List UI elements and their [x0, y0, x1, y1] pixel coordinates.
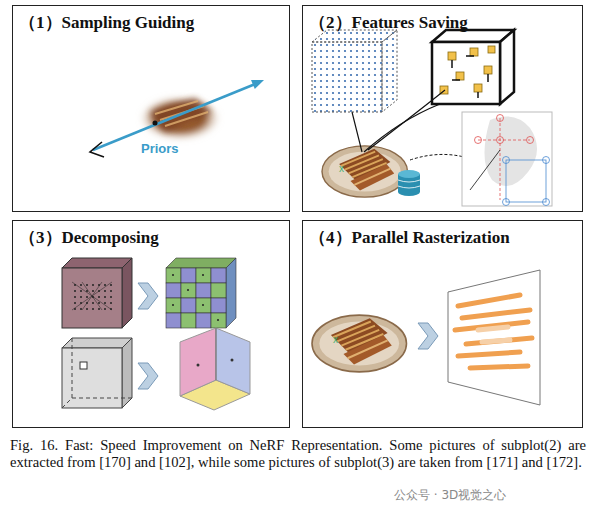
subplot-panel: （3）Decomposing: [12, 220, 290, 428]
panel-title: （3）Decomposing: [19, 226, 159, 249]
priors-label: Priors: [141, 141, 179, 156]
panel-title: （1）Sampling Guiding: [19, 11, 194, 34]
feature-saving-illustration: [312, 30, 552, 206]
point-marker: x: [333, 334, 338, 345]
decomposition-illustration: [62, 258, 250, 410]
point-marker: x: [339, 163, 344, 174]
database-icon: [398, 170, 420, 196]
subplot-panel: （2）Features Saving: [302, 5, 583, 212]
rasterization-illustration: [312, 270, 540, 405]
figure-caption: Fig. 16. Fast: Speed Improvement on NeRF…: [10, 437, 586, 471]
subplot-panel: （1）Sampling Guiding: [12, 5, 290, 212]
panel-title: （4）Parallel Rasterization: [309, 226, 510, 249]
sampling-illustration: [90, 80, 264, 157]
subplot-panel: （4）Parallel Rasterization: [302, 220, 583, 428]
panel-title: （2）Features Saving: [309, 11, 468, 34]
watermark: 公众号 · 3D视觉之心: [392, 487, 508, 504]
